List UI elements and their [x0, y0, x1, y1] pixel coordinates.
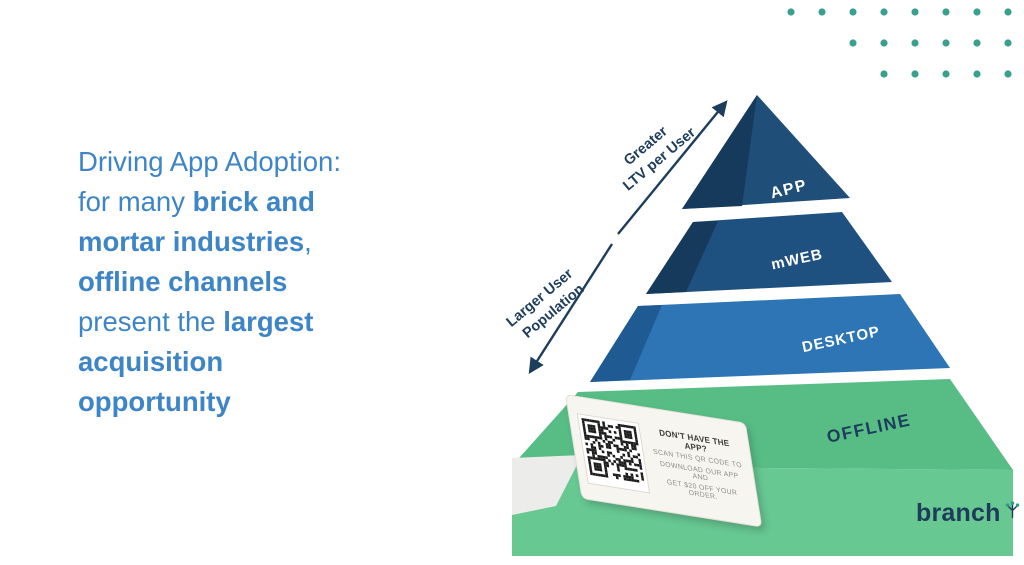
headline-line: for many brick and — [78, 186, 315, 217]
decor-dot — [880, 70, 888, 78]
decor-dot — [849, 8, 857, 16]
decor-dot — [942, 39, 950, 47]
decor-dot — [1004, 39, 1012, 47]
branch-wordmark: branch — [916, 499, 1001, 527]
decor-dot — [849, 39, 857, 47]
dots-pattern — [787, 8, 1012, 78]
offline-left-facet — [512, 455, 582, 515]
decor-dot — [973, 39, 981, 47]
decor-dot — [880, 39, 888, 47]
headline-line: opportunity — [78, 386, 231, 417]
headline-line: Driving App Adoption: — [78, 146, 341, 177]
decor-dot — [1004, 8, 1012, 16]
headline-line: acquisition — [78, 346, 224, 377]
pyramid-layer-desktop — [590, 294, 950, 382]
decor-dot — [942, 8, 950, 16]
decor-dot — [880, 8, 888, 16]
pyramid-layer-desktop-side — [590, 305, 662, 382]
pyramid-layer-mweb-side — [646, 221, 718, 294]
decor-dot — [1004, 70, 1012, 78]
qr-code — [576, 412, 651, 494]
decor-dot — [787, 8, 795, 16]
pyramid-layer-app-side — [682, 95, 757, 209]
qr-panel: DON'T HAVE THE APP? SCAN THIS QR CODE TO… — [565, 394, 763, 528]
headline: Driving App Adoption: for many brick and m… — [78, 142, 341, 422]
decor-dot — [973, 70, 981, 78]
decor-dot — [911, 39, 919, 47]
branch-sprout-icon — [1005, 501, 1019, 519]
decor-dot — [942, 70, 950, 78]
pyramid-diagram: APP mWEB DESKTOP OFFLINE Greater LTV per… — [504, 95, 1013, 556]
decor-dot — [911, 8, 919, 16]
headline-line: offline channels — [78, 266, 288, 297]
decor-dot — [973, 8, 981, 16]
branch-logo: branch — [916, 499, 1021, 528]
larger-population-arrow — [528, 243, 614, 374]
decor-dot — [911, 70, 919, 78]
qr-code-pattern — [581, 417, 645, 483]
greater-ltv-arrow — [617, 100, 728, 235]
larger-population-label: Larger User Population — [504, 263, 592, 345]
headline-line: present the largest — [78, 306, 314, 337]
headline-line: mortar industries, — [78, 226, 312, 257]
decor-dot — [818, 8, 826, 16]
qr-panel-text: DON'T HAVE THE APP? SCAN THIS QR CODE TO… — [647, 426, 750, 507]
